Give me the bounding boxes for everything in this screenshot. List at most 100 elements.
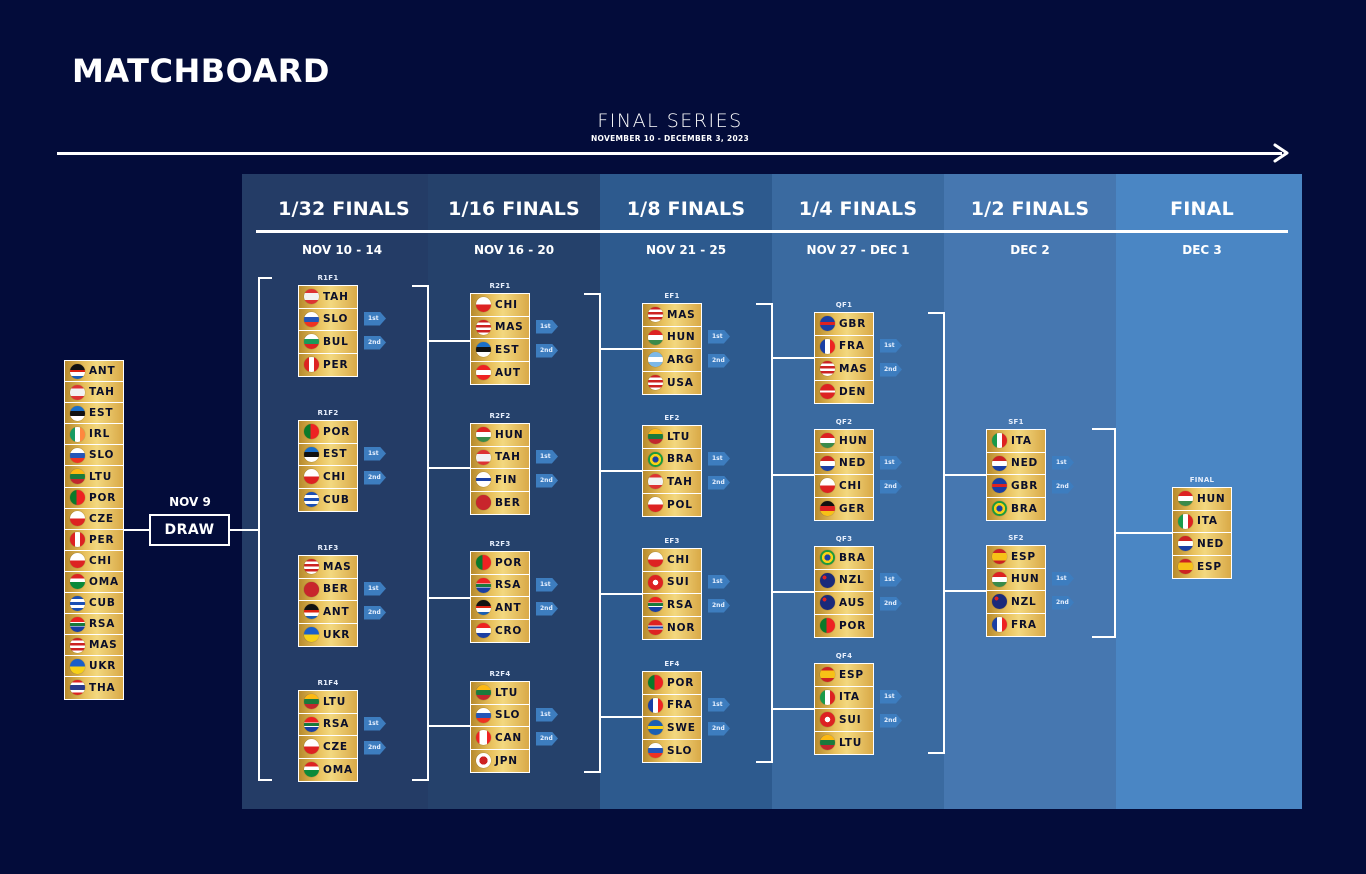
team-entry: BER: [471, 491, 529, 514]
connector: [124, 529, 149, 531]
team-entry: UKR: [299, 623, 357, 646]
advance-badge-2nd: 2nd: [880, 362, 902, 377]
flag-ant-icon: [304, 604, 319, 620]
group-label: SF1: [1008, 418, 1024, 426]
team-code: FRA: [667, 699, 693, 712]
team-code: CZE: [89, 512, 114, 525]
bracket-connector: [600, 348, 642, 350]
team-code: AUS: [839, 596, 866, 609]
flag-ant-icon: [476, 600, 491, 616]
team-entry: BUL: [299, 331, 357, 354]
flag-cub-icon: [304, 492, 319, 508]
flag-slo-icon: [304, 311, 319, 327]
group-label: QF4: [835, 652, 853, 660]
team-code: SLO: [89, 449, 115, 462]
draw-button[interactable]: DRAW: [149, 514, 230, 546]
team-entry: CHI: [471, 294, 529, 317]
team-code: SUI: [839, 713, 862, 726]
team-entry: CAN: [471, 727, 529, 750]
bracket-connector: [944, 590, 986, 592]
flag-slo-icon: [70, 447, 85, 463]
flag-cro-icon: [476, 623, 491, 639]
team-code: MAS: [495, 321, 524, 334]
bracket-connector: [258, 779, 272, 781]
team-entry: LTU: [471, 682, 529, 705]
round-dates-qf: NOV 27 - DEC 1: [806, 243, 910, 257]
round-title-r16: 1/16 FINALS: [448, 198, 580, 220]
team-code: OMA: [323, 763, 353, 776]
team-code: CZE: [323, 740, 348, 753]
flag-hun-icon: [992, 571, 1007, 587]
advance-badge-1st: 1st: [880, 572, 902, 587]
flag-por-icon: [70, 490, 85, 506]
team-code: DEN: [839, 385, 867, 398]
team-entry: POR: [643, 672, 701, 695]
advance-badge-2nd: 2nd: [364, 605, 386, 620]
team-entry: POL: [643, 493, 701, 516]
advance-badge-2nd: 2nd: [708, 475, 730, 490]
advance-badge-1st: 1st: [536, 707, 558, 722]
flag-mas-icon: [70, 637, 85, 653]
team-entry: MAS: [65, 635, 123, 657]
flag-est-icon: [304, 446, 319, 462]
advance-badge-1st: 1st: [364, 446, 386, 461]
team-code: USA: [667, 376, 694, 389]
team-entry: UKR: [65, 656, 123, 678]
team-code: LTU: [495, 686, 519, 699]
group-label: R1F2: [317, 409, 339, 417]
flag-ukr-icon: [304, 627, 319, 643]
team-entry: CUB: [65, 593, 123, 615]
team-code: ITA: [1011, 434, 1032, 447]
team-entry: CZE: [299, 736, 357, 759]
advance-badge-1st: 1st: [536, 319, 558, 334]
flag-esp-icon: [1178, 559, 1193, 575]
team-entry: CUB: [299, 488, 357, 511]
team-entry: PER: [65, 529, 123, 551]
flag-ber-icon: [476, 495, 491, 511]
team-code: MAS: [839, 362, 868, 375]
team-entry: MAS: [643, 304, 701, 327]
flag-rsa-icon: [70, 616, 85, 632]
team-code: THA: [89, 681, 116, 694]
flag-bra-icon: [992, 501, 1007, 517]
team-entry: IRL: [65, 424, 123, 446]
team-entry: SWE: [643, 717, 701, 740]
team-code: LTU: [667, 430, 691, 443]
advance-badge-1st: 1st: [536, 577, 558, 592]
flag-sui-icon: [648, 574, 663, 590]
team-entry: ESP: [1173, 555, 1231, 578]
group-label: EF3: [664, 537, 680, 545]
team-code: POR: [667, 676, 695, 689]
advance-badge-2nd: 2nd: [708, 598, 730, 613]
group-label: R1F3: [317, 544, 339, 552]
flag-ber-icon: [304, 581, 319, 597]
team-code: CHI: [495, 298, 518, 311]
group-label: R1F1: [317, 274, 339, 282]
team-code: FRA: [1011, 618, 1037, 631]
team-code: SLO: [323, 313, 349, 326]
team-code: JPN: [495, 754, 518, 767]
bracket-connector: [600, 716, 642, 718]
team-code: CRO: [495, 624, 523, 637]
page-title: MATCHBOARD: [72, 52, 330, 90]
team-code: CHI: [89, 554, 112, 567]
round-title-final: FINAL: [1170, 198, 1234, 220]
team-code: POR: [495, 556, 523, 569]
team-entry: SUI: [815, 709, 873, 732]
team-entry: CHI: [299, 466, 357, 489]
flag-irl-icon: [70, 426, 85, 442]
flag-per-icon: [304, 357, 319, 373]
group-label: R2F2: [489, 412, 511, 420]
flag-chi-icon: [70, 553, 85, 569]
team-code: GBR: [1011, 479, 1039, 492]
flag-nzl-icon: [820, 572, 835, 588]
advance-badge-2nd: 2nd: [708, 353, 730, 368]
team-entry: ITA: [987, 430, 1045, 453]
team-code: SLO: [495, 709, 521, 722]
flag-per-icon: [70, 532, 85, 548]
team-entry: GBR: [815, 313, 873, 336]
